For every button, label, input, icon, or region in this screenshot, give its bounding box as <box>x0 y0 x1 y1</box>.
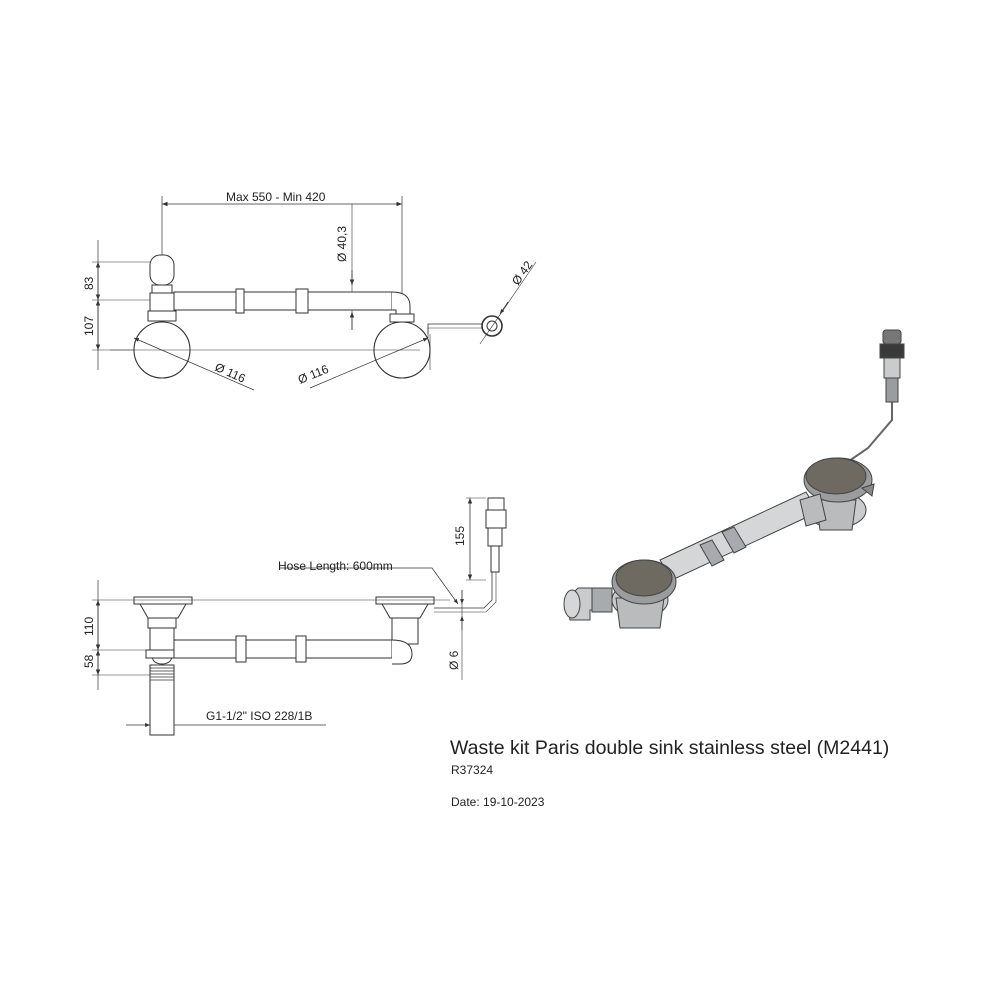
height-58-label: 58 <box>82 654 96 668</box>
dia-116-left-label: Ø 116 <box>213 360 248 386</box>
outlet-tail <box>149 664 175 736</box>
height-107-label: 107 <box>82 316 96 336</box>
isometric-render <box>563 329 905 629</box>
left-plug <box>615 559 673 597</box>
side-view <box>92 497 507 736</box>
right-plug <box>805 457 867 495</box>
dia-116-right-label: Ø 116 <box>296 362 331 387</box>
height-83-label: 83 <box>82 276 96 290</box>
span-label: Max 550 - Min 420 <box>226 190 326 204</box>
thread-label: G1-1/2" ISO 228/1B <box>206 709 312 723</box>
dia-6-label: Ø 6 <box>447 650 461 670</box>
drawing-code: R37324 <box>451 763 494 777</box>
top-view <box>92 196 537 391</box>
height-110-label: 110 <box>82 617 96 636</box>
height-155-label: 155 <box>453 526 467 546</box>
dia-42-label: Ø 42 <box>509 258 536 288</box>
drawing-date: Date: 19-10-2023 <box>451 795 545 809</box>
drawing-title: Waste kit Paris double sink stainless st… <box>450 737 890 759</box>
dia-40-3-label: Ø 40,3 <box>335 226 349 262</box>
hose-length-label: Hose Length: 600mm <box>278 559 393 573</box>
